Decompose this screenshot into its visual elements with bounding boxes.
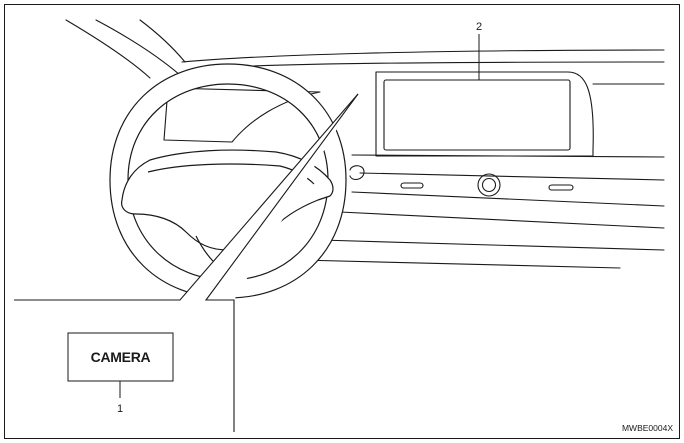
dashboard-top xyxy=(181,49,665,63)
display-bezel xyxy=(375,71,594,157)
dash-line-3 xyxy=(351,191,665,207)
a-pillar-edge xyxy=(139,19,186,63)
camera-button xyxy=(67,332,174,382)
dashboard-illustration xyxy=(65,19,665,269)
center-knob xyxy=(477,173,501,197)
dashboard-top-inner xyxy=(204,61,665,69)
center-display-screen xyxy=(383,79,571,151)
vent-left xyxy=(400,182,424,189)
dash-line-1 xyxy=(351,154,665,158)
center-knob-inner xyxy=(481,177,497,193)
steering-wheel-hub xyxy=(121,149,334,251)
callout-pointer xyxy=(14,93,359,432)
callout-number-2: 2 xyxy=(476,21,482,33)
figure-frame xyxy=(4,4,680,439)
figure-code: MWBE0004X xyxy=(622,423,673,433)
instrument-hood xyxy=(163,87,321,143)
vent-right xyxy=(548,184,574,191)
side-knob xyxy=(349,165,365,181)
dash-line-5 xyxy=(319,239,665,251)
dash-line-4 xyxy=(339,211,665,229)
camera-button-label: CAMERA xyxy=(91,349,151,365)
dash-line-6 xyxy=(299,259,621,269)
dash-line-2 xyxy=(359,172,665,181)
a-pillar xyxy=(65,19,151,79)
a-pillar-inner xyxy=(95,19,181,76)
callout-number-1: 1 xyxy=(117,403,123,415)
